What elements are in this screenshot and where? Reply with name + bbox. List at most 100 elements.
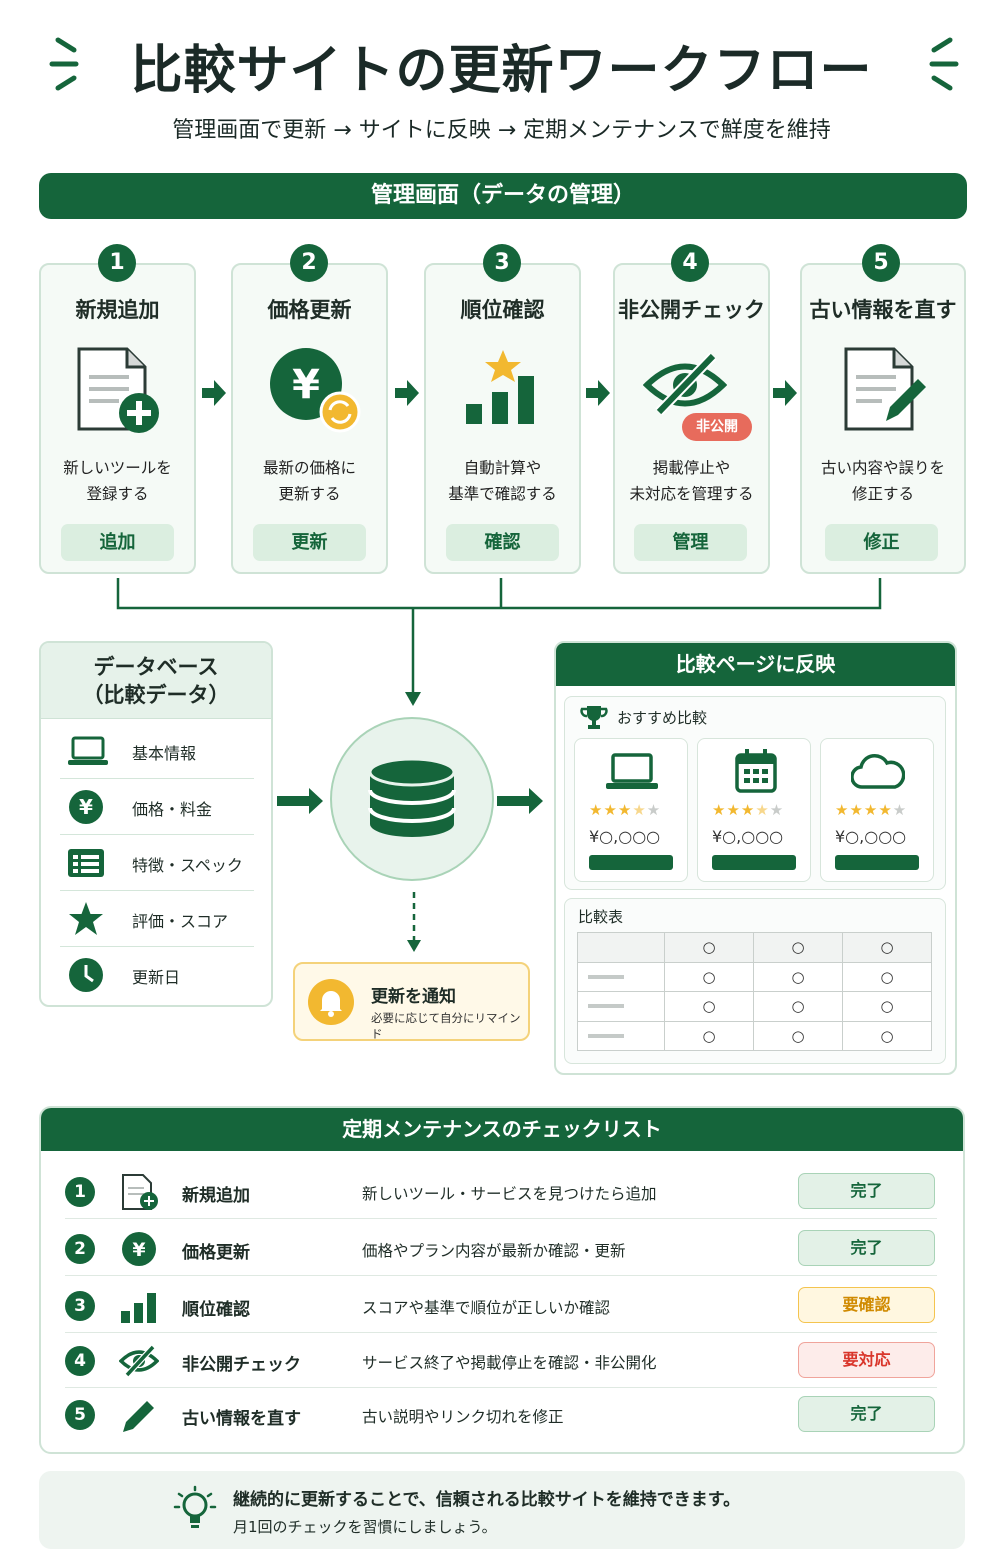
- document-add-icon: [75, 345, 165, 435]
- product-button[interactable]: [712, 855, 796, 870]
- step-pill-4[interactable]: 管理: [634, 524, 747, 561]
- step-title-1: 新規追加: [75, 298, 160, 322]
- svg-text:¥: ¥: [292, 362, 320, 408]
- checklist-row[interactable]: 4 非公開チェック サービス終了や掲載停止を確認・非公開化 要対応: [65, 1334, 937, 1388]
- comparison-table: ○○○ ○○○ ○○○ ○○○: [577, 932, 932, 1051]
- yen-icon: ¥: [119, 1230, 159, 1268]
- document-edit-icon: [842, 345, 932, 435]
- step-number-1: 1: [98, 244, 136, 282]
- step-number-3: 3: [483, 244, 521, 282]
- checklist-row[interactable]: 5 古い情報を直す 古い説明やリンク切れを修正 完了: [65, 1388, 937, 1442]
- compare-page-band: 比較ページに反映: [556, 643, 955, 686]
- page-title: 比較サイトの更新ワークフロー: [130, 41, 873, 101]
- checklist-row[interactable]: 3 順位確認 スコアや基準で順位が正しいか確認 要確認: [65, 1279, 937, 1333]
- product-card-3[interactable]: ★★★★★ ¥○,○○○: [820, 738, 934, 882]
- calendar-icon: [734, 747, 778, 799]
- checklist-name: 価格更新: [182, 1243, 250, 1263]
- database-panel-header: データベース（比較データ）: [41, 643, 271, 719]
- db-label: 更新日: [132, 968, 181, 987]
- yen-icon: ¥: [68, 789, 104, 825]
- step-pill-5[interactable]: 修正: [825, 524, 938, 561]
- step-title-4: 非公開チェック: [618, 298, 765, 322]
- checklist-number: 4: [65, 1346, 95, 1376]
- connector-lines: [0, 578, 1003, 708]
- product-card-1[interactable]: ★★★★★ ¥○,○○○: [574, 738, 688, 882]
- product-price: ¥○,○○○: [712, 827, 784, 846]
- step-pill-3[interactable]: 確認: [446, 524, 559, 561]
- footer-tip: 継続的に更新することで、信頼される比較サイトを維持できます。 月1回のチェックを…: [39, 1471, 965, 1549]
- footer-line2: 月1回のチェックを習慣にしましょう。: [233, 1518, 497, 1536]
- db-row-updated: 更新日: [60, 947, 254, 1003]
- rating-stars: ★★★★★: [712, 801, 785, 819]
- dashed-arrow: [404, 892, 424, 956]
- checklist-desc: スコアや基準で順位が正しいか確認: [362, 1299, 611, 1317]
- checklist-band: 定期メンテナンスのチェックリスト: [41, 1108, 963, 1151]
- checklist-name: 非公開チェック: [182, 1355, 301, 1375]
- pencil-icon: [119, 1396, 159, 1434]
- list-grid-icon: [68, 845, 104, 881]
- status-badge[interactable]: 要対応: [798, 1342, 935, 1378]
- bell-icon: [307, 978, 355, 1026]
- checklist-name: 順位確認: [182, 1300, 250, 1320]
- lightbulb-icon: [173, 1485, 217, 1535]
- status-badge[interactable]: 完了: [798, 1396, 935, 1432]
- trophy-icon: [580, 703, 608, 731]
- header-deco-right: [920, 34, 960, 94]
- checklist-row[interactable]: 1 新規追加 新しいツール・サービスを見つけたら追加 完了: [65, 1165, 937, 1219]
- eye-off-icon: [118, 1342, 160, 1380]
- db-row-price: ¥ 価格・料金: [60, 779, 254, 835]
- svg-text:¥: ¥: [132, 1239, 145, 1261]
- checklist-row[interactable]: 2 ¥ 価格更新 価格やプラン内容が最新か確認・更新 完了: [65, 1222, 937, 1276]
- status-badge[interactable]: 完了: [798, 1173, 935, 1209]
- db-row-basic: 基本情報: [60, 723, 254, 779]
- notify-title: 更新を通知: [371, 987, 456, 1007]
- product-price: ¥○,○○○: [589, 827, 661, 846]
- arrow-right-icon: [584, 378, 612, 412]
- step-desc-4: 掲載停止や未対応を管理する: [629, 459, 754, 503]
- product-button[interactable]: [589, 855, 673, 870]
- step-number-4: 4: [671, 244, 709, 282]
- page-subtitle: 管理画面で更新 → サイトに反映 → 定期メンテナンスで鮮度を維持: [172, 118, 831, 143]
- step-pill-1[interactable]: 追加: [61, 524, 174, 561]
- bar-chart-star-icon: [462, 348, 544, 428]
- eye-off-icon: [642, 352, 728, 418]
- status-badge[interactable]: 要確認: [798, 1287, 935, 1323]
- step-number-5: 5: [862, 244, 900, 282]
- db-label: 評価・スコア: [132, 912, 229, 931]
- arrow-right-icon: [277, 786, 325, 820]
- checklist-name: 新規追加: [182, 1186, 250, 1206]
- checklist-desc: サービス終了や掲載停止を確認・非公開化: [362, 1354, 657, 1372]
- notify-sub: 必要に応じて自分にリマインド: [371, 1011, 521, 1041]
- db-label: 基本情報: [132, 744, 197, 763]
- checklist-desc: 価格やプラン内容が最新か確認・更新: [362, 1242, 626, 1260]
- checklist-number: 3: [65, 1291, 95, 1321]
- step-desc-2: 最新の価格に更新する: [262, 459, 356, 503]
- checklist-desc: 古い説明やリンク切れを修正: [362, 1408, 564, 1426]
- db-label: 特徴・スペック: [132, 856, 243, 875]
- db-row-spec: 特徴・スペック: [60, 835, 254, 891]
- svg-text:¥: ¥: [79, 795, 93, 819]
- rating-stars: ★★★★★: [835, 801, 908, 819]
- step-desc-5: 古い内容や誤りを修正する: [820, 459, 945, 503]
- step-pill-2[interactable]: 更新: [253, 524, 366, 561]
- arrow-right-icon: [200, 378, 228, 412]
- checklist-number: 1: [65, 1177, 95, 1207]
- star-icon: [68, 901, 104, 937]
- arrow-right-icon: [393, 378, 421, 412]
- product-button[interactable]: [835, 855, 919, 870]
- step-desc-1: 新しいツールを登録する: [63, 459, 172, 503]
- status-badge[interactable]: 完了: [798, 1230, 935, 1266]
- step-desc-3: 自動計算や基準で確認する: [448, 459, 557, 503]
- document-add-icon: [119, 1173, 159, 1211]
- checklist-name: 古い情報を直す: [182, 1409, 301, 1429]
- notify-card[interactable]: 更新を通知 必要に応じて自分にリマインド: [293, 962, 530, 1041]
- database-icon: [329, 716, 495, 882]
- laptop-icon: [68, 733, 108, 769]
- product-price: ¥○,○○○: [835, 827, 907, 846]
- product-card-2[interactable]: ★★★★★ ¥○,○○○: [697, 738, 811, 882]
- step-title-3: 順位確認: [460, 298, 545, 322]
- step-title-5: 古い情報を直す: [809, 298, 957, 322]
- laptop-icon: [606, 749, 658, 797]
- step-number-2: 2: [290, 244, 328, 282]
- checklist-desc: 新しいツール・サービスを見つけたら追加: [362, 1185, 657, 1203]
